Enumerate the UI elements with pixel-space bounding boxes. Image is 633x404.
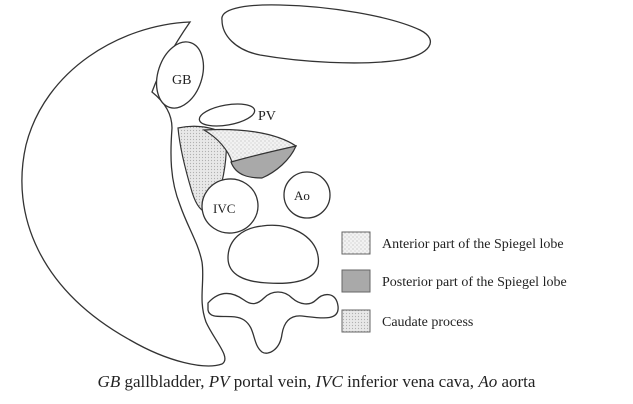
caption-abbr-ivc: IVC	[315, 372, 342, 391]
label-pv: PV	[258, 109, 276, 124]
legend-swatch-posterior	[342, 270, 370, 292]
caption-text-ivc: inferior vena cava,	[343, 372, 478, 391]
label-ivc: IVC	[213, 201, 235, 216]
caption-text-pv: portal vein,	[230, 372, 316, 391]
legend-swatch-caudate	[342, 310, 370, 332]
vertebral-process-shape	[208, 292, 338, 353]
legend-label-caudate: Caudate process	[382, 315, 473, 330]
caption-text-gb: gallbladder,	[120, 372, 209, 391]
vertebral-body-shape	[228, 225, 318, 283]
legend-label-anterior: Anterior part of the Spiegel lobe	[382, 237, 564, 252]
stomach-outline	[222, 5, 431, 63]
caption-abbr-pv: PV	[209, 372, 230, 391]
caption-abbr-ao: Ao	[478, 372, 497, 391]
legend-label-posterior: Posterior part of the Spiegel lobe	[382, 275, 567, 290]
label-gb: GB	[172, 73, 191, 88]
portal-vein-shape	[198, 100, 257, 129]
label-ao: Ao	[294, 188, 310, 203]
caption-abbr-gb: GB	[98, 372, 121, 391]
legend-swatch-anterior	[342, 232, 370, 254]
figure-caption: GB gallbladder, PV portal vein, IVC infe…	[0, 372, 633, 392]
caption-text-ao: aorta	[497, 372, 535, 391]
legend: Anterior part of the Spiegel lobe Poster…	[342, 232, 567, 332]
